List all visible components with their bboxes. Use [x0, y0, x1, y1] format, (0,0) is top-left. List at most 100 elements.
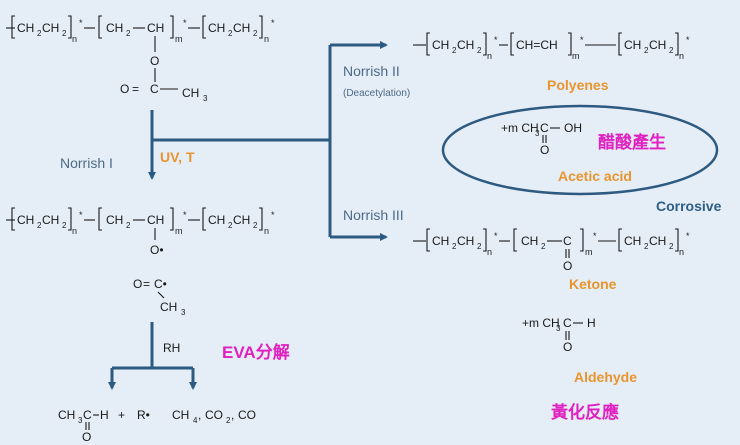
svg-text:+: + — [118, 408, 125, 422]
svg-text:CH: CH — [233, 21, 250, 35]
svg-text:2: 2 — [126, 29, 131, 38]
svg-text:O: O — [540, 143, 549, 157]
svg-text:4: 4 — [193, 416, 198, 425]
svg-text:2: 2 — [253, 29, 258, 38]
svg-text:3: 3 — [78, 416, 83, 425]
svg-text:2: 2 — [477, 46, 482, 55]
svg-text:n: n — [487, 247, 492, 257]
svg-text:H: H — [100, 408, 109, 422]
svg-text:CH: CH — [432, 234, 449, 248]
svg-text:CH: CH — [172, 408, 189, 422]
svg-text:2: 2 — [644, 46, 649, 55]
svg-text:*: * — [494, 35, 498, 45]
svg-text:3: 3 — [181, 308, 186, 317]
svg-text:m: m — [572, 51, 580, 61]
rh-label: RH — [163, 341, 180, 355]
svg-text:CH: CH — [624, 234, 641, 248]
svg-text:*: * — [183, 18, 187, 28]
svg-text:CH: CH — [521, 234, 538, 248]
svg-text:2: 2 — [452, 242, 457, 251]
svg-text:CH: CH — [233, 213, 250, 227]
svg-text:*: * — [580, 35, 584, 45]
eva-polymer: CH 2 CH 2 n * CH 2 CH m * CH 2 CH 2 n * … — [6, 15, 275, 103]
svg-text:*: * — [686, 231, 690, 241]
deacetylation-label: (Deacetylation) — [343, 88, 410, 99]
svg-text:3: 3 — [556, 324, 561, 333]
svg-text:2: 2 — [669, 242, 674, 251]
svg-text:OH: OH — [564, 121, 582, 135]
arrows — [108, 41, 388, 390]
svg-text:O: O — [82, 430, 91, 444]
svg-text:CH: CH — [42, 213, 59, 227]
svg-text:*: * — [79, 210, 83, 220]
acetic-acid-formula: +m CH 3 C OH O — [501, 121, 582, 157]
svg-text:n: n — [264, 34, 269, 44]
svg-text:3: 3 — [535, 129, 540, 138]
svg-text:CH=CH: CH=CH — [516, 38, 558, 52]
svg-text:2: 2 — [452, 46, 457, 55]
svg-text:CH: CH — [649, 234, 666, 248]
svg-text:+m CH: +m CH — [522, 316, 560, 330]
svg-text:2: 2 — [477, 242, 482, 251]
acetic-acid-ellipse — [441, 104, 719, 196]
svg-text:2: 2 — [226, 416, 231, 425]
svg-text:O: O — [120, 82, 129, 96]
ketone-label: Ketone — [569, 276, 617, 292]
svg-text:C•: C• — [154, 277, 167, 291]
svg-text:+m CH: +m CH — [501, 121, 539, 135]
svg-text:CH: CH — [106, 21, 123, 35]
svg-text:CO: CO — [238, 408, 256, 422]
svg-text:C: C — [150, 82, 159, 96]
norrish-ii-label: Norrish II — [343, 63, 400, 79]
svg-text:=: = — [132, 82, 139, 96]
yellowing-label: 黃化反應 — [550, 402, 619, 422]
svg-text:2: 2 — [669, 46, 674, 55]
svg-text:CH: CH — [624, 38, 641, 52]
svg-text:H: H — [587, 316, 596, 330]
svg-text:C: C — [540, 121, 549, 135]
uv-t-label: UV, T — [160, 149, 195, 165]
svg-text:2: 2 — [644, 242, 649, 251]
bottom-products: CH 3 C H O + R• CH 4 , CO 2 , CO — [58, 408, 256, 444]
svg-text:CH: CH — [182, 86, 199, 100]
svg-text:*: * — [686, 35, 690, 45]
svg-text:*: * — [271, 210, 275, 220]
svg-text:R•: R• — [137, 408, 150, 422]
svg-text:n: n — [72, 34, 77, 44]
svg-text:*: * — [271, 18, 275, 28]
svg-text:CH: CH — [432, 38, 449, 52]
svg-text:m: m — [175, 34, 183, 44]
svg-text:2: 2 — [228, 29, 233, 38]
corrosive-label: Corrosive — [656, 198, 722, 214]
svg-text:n: n — [679, 247, 684, 257]
svg-text:CH: CH — [160, 300, 177, 314]
eva-decomposition-label: EVA分解 — [222, 342, 290, 362]
svg-text:CH: CH — [147, 213, 164, 227]
svg-text:CH: CH — [147, 21, 164, 35]
svg-text:n: n — [264, 226, 269, 236]
svg-text:O: O — [133, 277, 142, 291]
svg-text:CH: CH — [208, 21, 225, 35]
svg-text:*: * — [494, 231, 498, 241]
svg-text:=: = — [143, 277, 150, 291]
svg-text:O•: O• — [150, 243, 164, 257]
svg-text:2: 2 — [37, 221, 42, 230]
svg-text:,: , — [198, 408, 201, 422]
svg-text:n: n — [679, 51, 684, 61]
svg-text:2: 2 — [62, 221, 67, 230]
acetic-acid-zh-label: 醋酸產生 — [598, 132, 666, 152]
svg-text:,: , — [231, 408, 234, 422]
svg-text:CH: CH — [42, 21, 59, 35]
svg-text:2: 2 — [126, 221, 131, 230]
svg-text:CH: CH — [649, 38, 666, 52]
svg-text:C: C — [563, 316, 572, 330]
svg-text:O: O — [563, 340, 572, 354]
svg-text:CH: CH — [457, 234, 474, 248]
svg-text:2: 2 — [37, 29, 42, 38]
polyene-polymer: CH 2 CH 2 n * CH=CH m * CH 2 CH 2 n * — [413, 32, 690, 61]
svg-text:CH: CH — [208, 213, 225, 227]
svg-text:C: C — [83, 408, 92, 422]
svg-text:2: 2 — [228, 221, 233, 230]
